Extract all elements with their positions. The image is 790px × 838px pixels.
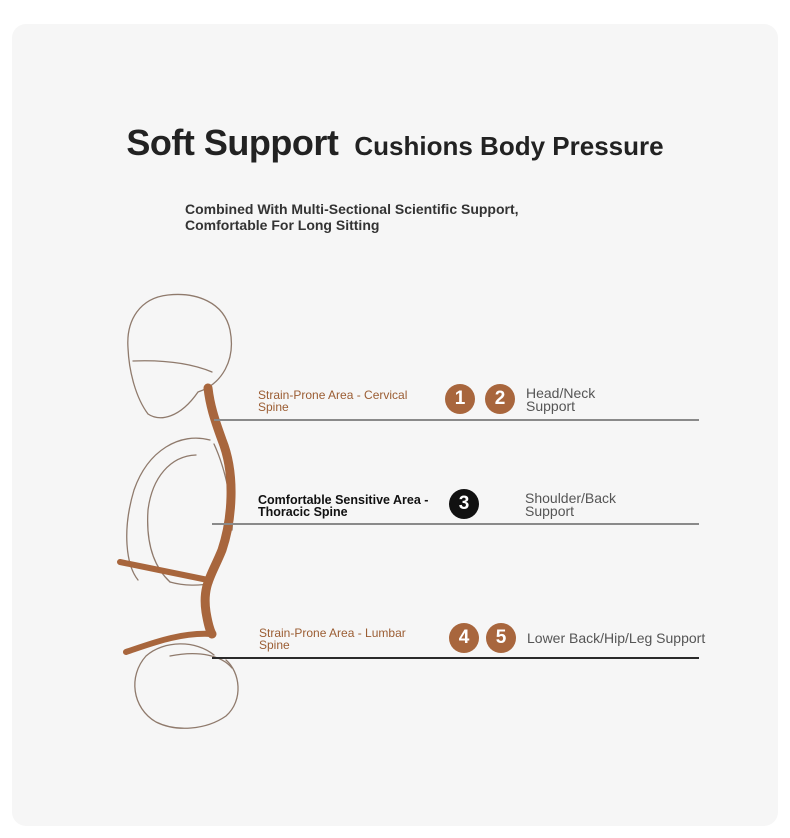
support-label-head-neck-line-2: Support (526, 398, 576, 414)
thigh-inner-line (169, 653, 233, 669)
torso-outline (126, 437, 211, 581)
badge-4: 4 (449, 623, 479, 653)
subtitle-line-2: Comfortable For Long Sitting (185, 217, 380, 233)
area-label-cervical-line-1: Strain-Prone Area - Cervical (258, 388, 408, 402)
seat-brace (117, 559, 211, 583)
head-outline (127, 293, 232, 419)
support-label-head-neck-line-1: Head/Neck (526, 385, 596, 401)
area-label-cervical: Strain-Prone Area - Cervical Spine (258, 389, 407, 413)
area-label-thoracic-line-1: Comfortable Sensitive Area - (258, 493, 429, 507)
face-line (132, 360, 213, 373)
title-main: Soft Support (126, 122, 339, 163)
area-label-thoracic: Comfortable Sensitive Area - Thoracic Sp… (258, 493, 429, 519)
support-label-shoulder-back-line-1: Shoulder/Back (525, 490, 617, 506)
support-label-lower-back: Lower Back/Hip/Leg Support (527, 630, 706, 646)
subtitle-line-1: Combined With Multi-Sectional Scientific… (185, 201, 519, 217)
support-label-head-neck: Head/Neck Support (526, 385, 596, 414)
content-card (12, 24, 778, 826)
page-title: Soft Support Cushions Body Pressure (0, 122, 790, 164)
spine-curve (200, 383, 236, 639)
badge-3: 3 (449, 489, 479, 519)
support-label-shoulder-back: Shoulder/Back Support (525, 490, 617, 519)
thigh-outline (134, 643, 239, 729)
support-label-shoulder-back-line-2: Support (525, 503, 575, 519)
area-label-lumbar: Strain-Prone Area - Lumbar Spine (259, 627, 406, 651)
area-label-lumbar-line-2: Spine (259, 638, 290, 652)
title-sub: Cushions Body Pressure (354, 131, 664, 161)
badge-2: 2 (485, 384, 515, 414)
support-label-lower-back-line-1: Lower Back/Hip/Leg Support (527, 630, 706, 646)
divider-thoracic (212, 523, 699, 525)
area-label-lumbar-line-1: Strain-Prone Area - Lumbar (259, 626, 406, 640)
hip-brace (123, 630, 215, 655)
divider-cervical (214, 419, 699, 421)
area-label-thoracic-line-2: Thoracic Spine (258, 505, 348, 519)
subtitle: Combined With Multi-Sectional Scientific… (185, 201, 519, 233)
badge-1: 1 (445, 384, 475, 414)
badge-5: 5 (486, 623, 516, 653)
arm-outline (146, 454, 197, 583)
area-label-cervical-line-2: Spine (258, 400, 289, 414)
divider-lumbar (212, 657, 699, 659)
